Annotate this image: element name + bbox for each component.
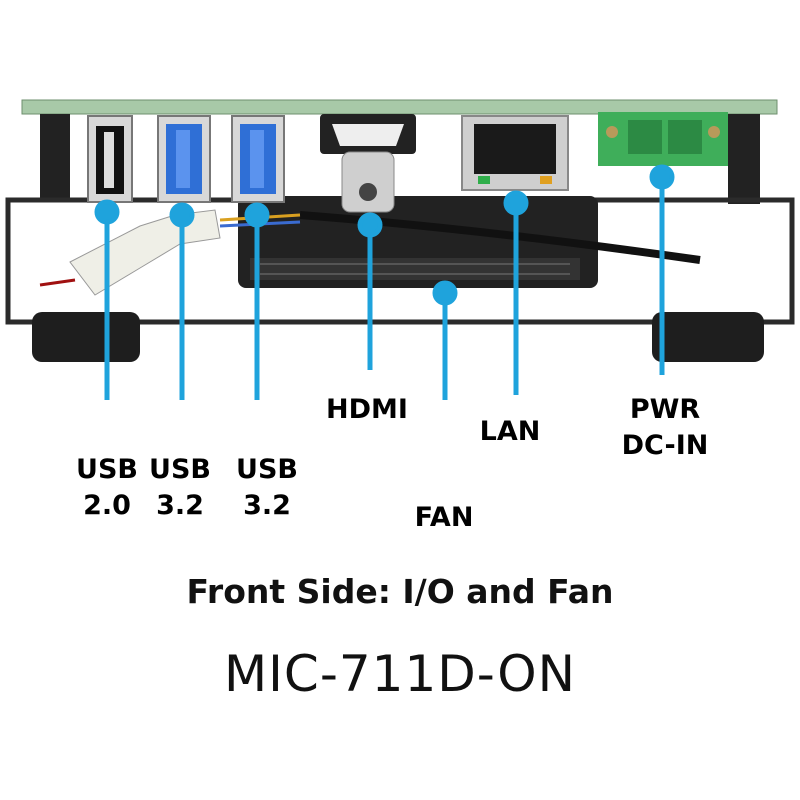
white-connector xyxy=(69,209,221,296)
callout-dot-fan xyxy=(432,280,458,306)
label-fan: FAN xyxy=(414,502,474,533)
fan-cable xyxy=(299,211,701,264)
callout-dot-lan xyxy=(503,190,529,216)
callout-dot-hdmi xyxy=(357,212,383,238)
label-hdmi: HDMI xyxy=(326,394,408,425)
power-terminal xyxy=(598,112,728,166)
label-lan: LAN xyxy=(479,416,541,447)
callout-dot-pwr xyxy=(649,164,675,190)
right-foot xyxy=(652,312,764,362)
callout-dot-usb20 xyxy=(94,199,120,225)
pcb-board xyxy=(21,99,778,115)
model-name: MIC-711D-ON xyxy=(224,645,576,703)
device-illustration xyxy=(5,99,795,400)
left-standoff xyxy=(40,114,70,200)
caption: Front Side: I/O and Fan xyxy=(186,572,614,611)
fan-grille xyxy=(250,258,580,280)
hdmi-bracket xyxy=(341,151,395,213)
callout-dot-usb32b xyxy=(244,202,270,228)
right-standoff xyxy=(728,114,760,204)
left-foot xyxy=(32,312,140,362)
callout-dot-usb32a xyxy=(169,202,195,228)
